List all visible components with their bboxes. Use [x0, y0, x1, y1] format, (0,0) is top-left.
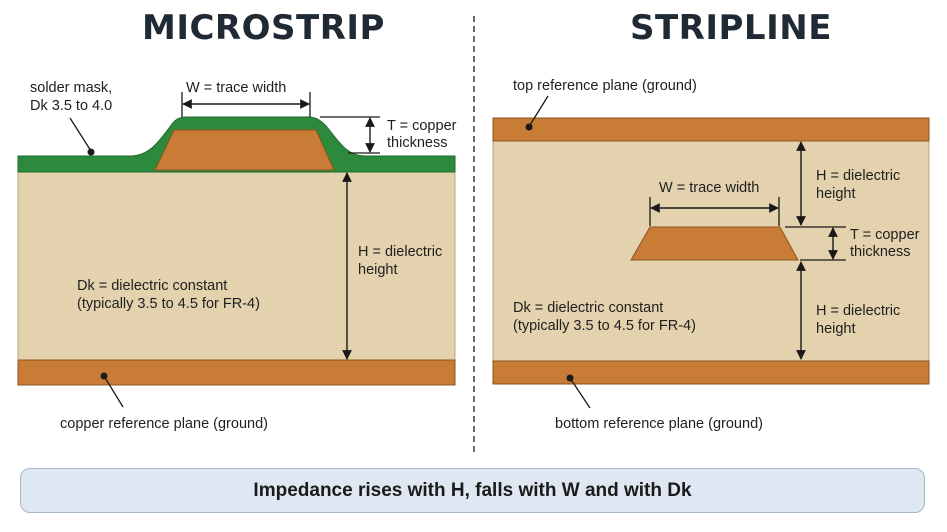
stripline-thickness-label-1: T = copper [850, 227, 920, 243]
microstrip-trace [154, 129, 335, 171]
stripline-top-plane [492, 117, 930, 142]
stripline-trace [630, 226, 799, 261]
microstrip-thickness-label-2: thickness [387, 135, 447, 151]
solder-mask-leader [69, 117, 92, 152]
microstrip-ground-label: copper reference plane (ground) [60, 416, 268, 432]
stripline-height-top-label-1: H = dielectric [816, 168, 900, 184]
microstrip-height-label-1: H = dielectric [358, 244, 442, 260]
solder-mask-label-2: Dk 3.5 to 4.0 [30, 98, 112, 114]
solder-mask-label-1: solder mask, [30, 80, 112, 96]
microstrip-height-label-2: height [358, 262, 398, 278]
stripline-height-top-label-2: height [816, 186, 856, 202]
summary-banner: Impedance rises with H, falls with W and… [20, 468, 925, 513]
stripline-top-leader-dot [525, 123, 533, 131]
microstrip-dielectric [17, 169, 456, 363]
stripline-dk-label-2: (typically 3.5 to 4.5 for FR-4) [513, 318, 696, 334]
microstrip-ground-plane [17, 359, 456, 386]
stripline-dk-label-1: Dk = dielectric constant [513, 300, 663, 316]
stripline-height-bottom-label-1: H = dielectric [816, 303, 900, 319]
stripline-bottom-plane [492, 360, 930, 385]
microstrip-thickness-label-1: T = copper [387, 118, 457, 134]
microstrip-dk-label-2: (typically 3.5 to 4.5 for FR-4) [77, 296, 260, 312]
stripline-title: STRIPLINE [630, 8, 832, 48]
microstrip-width-label: W = trace width [186, 80, 286, 96]
summary-text: Impedance rises with H, falls with W and… [253, 479, 692, 501]
stripline-width-label: W = trace width [659, 180, 759, 196]
stripline-bottom-plane-label: bottom reference plane (ground) [555, 416, 763, 432]
stripline-thickness-label-2: thickness [850, 244, 910, 260]
solder-mask-leader-dot [87, 148, 95, 156]
microstrip-dk-label-1: Dk = dielectric constant [77, 278, 227, 294]
stripline-bottom-leader [569, 377, 591, 409]
stripline-top-leader [529, 95, 549, 126]
stripline-top-plane-label: top reference plane (ground) [513, 78, 697, 94]
section-divider [473, 16, 475, 452]
stripline-height-bottom-label-2: height [816, 321, 856, 337]
microstrip-title: MICROSTRIP [142, 8, 385, 48]
microstrip-ground-leader [103, 375, 124, 408]
